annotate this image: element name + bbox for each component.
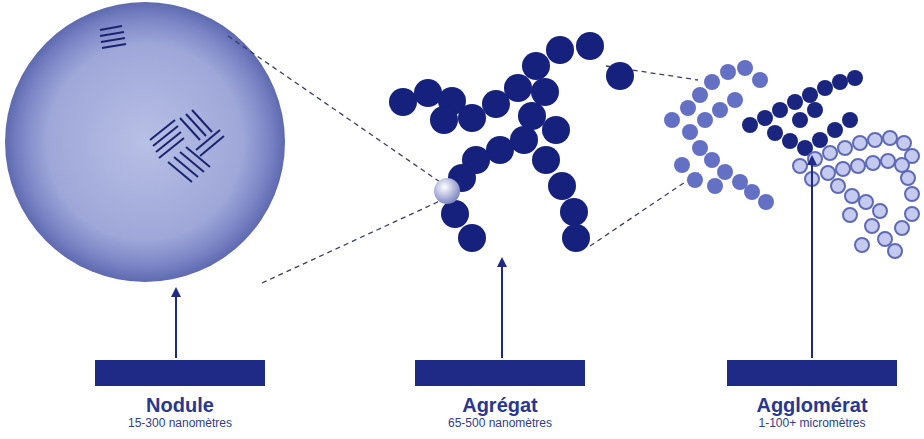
bar xyxy=(727,360,897,386)
size-range: 65-500 nanomètres xyxy=(415,416,585,430)
label-bar: Agglomérat1-100+ micromètres xyxy=(727,360,897,430)
stage-name: Agrégat xyxy=(415,394,585,416)
bar xyxy=(415,360,585,386)
bar xyxy=(95,360,265,386)
label-bar: Agrégat65-500 nanomètres xyxy=(415,360,585,430)
nodule-sphere xyxy=(5,2,285,282)
zoom-line xyxy=(228,36,700,283)
size-range: 1-100+ micromètres xyxy=(727,416,897,430)
highlighted-nodule xyxy=(434,178,460,204)
label-bar: Nodule15-300 nanomètres xyxy=(95,360,265,430)
stage-name: Agglomérat xyxy=(727,394,897,416)
agglomerate-cluster xyxy=(664,60,774,210)
size-range: 15-300 nanomètres xyxy=(95,416,265,430)
agglomerate-cluster xyxy=(742,70,863,156)
pointer-arrow xyxy=(176,160,812,358)
stage-name: Nodule xyxy=(95,394,265,416)
aggregate-cluster xyxy=(389,32,634,252)
